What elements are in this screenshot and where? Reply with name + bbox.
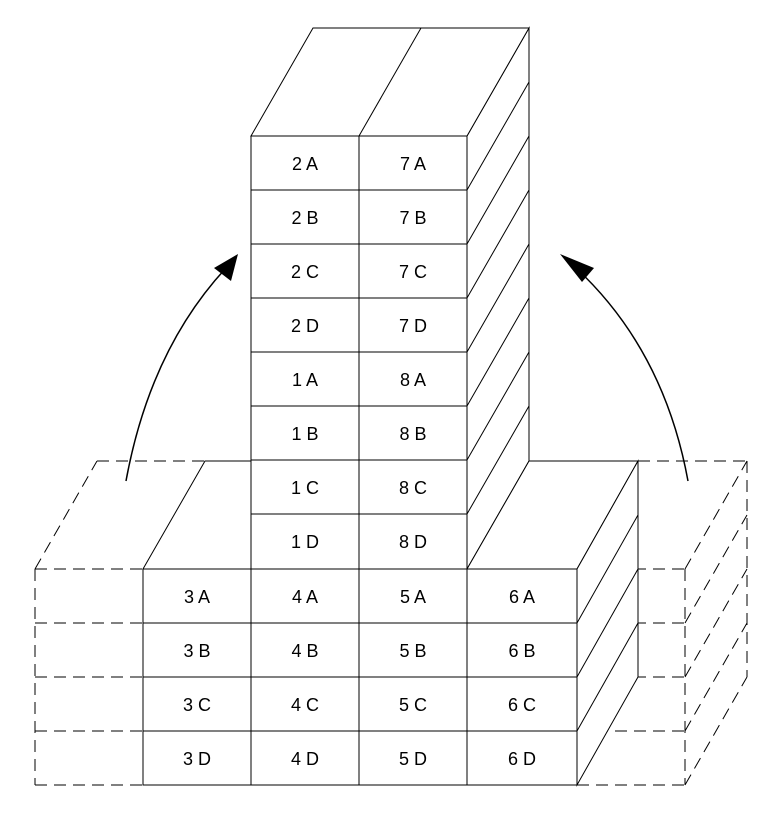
block-label: 4 C <box>291 695 319 715</box>
tower-block: 8 C <box>358 459 468 515</box>
base-block: 5 A <box>358 568 468 624</box>
base-block: 3 B <box>142 622 252 678</box>
base-block: 4 A <box>250 568 360 624</box>
block-label: 4 A <box>292 587 318 607</box>
base-block: 4 B <box>250 622 360 678</box>
block-label: 3 C <box>183 695 211 715</box>
block-label: 4 D <box>291 749 319 769</box>
block-label: 5 C <box>399 695 427 715</box>
block-label: 3 A <box>184 587 210 607</box>
tower-block: 2 D <box>250 297 360 353</box>
tower-block: 1 A <box>250 351 360 407</box>
block-label: 8 A <box>400 370 426 390</box>
base-block: 3 C <box>142 676 252 732</box>
base-block: 4 C <box>250 676 360 732</box>
phantom-blocks-right <box>577 460 748 786</box>
block-label: 2 D <box>291 316 319 336</box>
block-label: 4 B <box>291 641 318 661</box>
base-side-face <box>576 459 639 787</box>
base-block: 5 B <box>358 622 468 678</box>
tower-block: 2 A <box>250 135 360 191</box>
tower-block: 7 D <box>358 297 468 353</box>
block-label: 2 C <box>291 262 319 282</box>
block-label: 2 A <box>292 154 318 174</box>
block-label: 6 A <box>509 587 535 607</box>
tower-block: 8 B <box>358 405 468 461</box>
phantom-blocks-left <box>34 460 205 786</box>
block-label: 5 B <box>399 641 426 661</box>
tower-block: 7 B <box>358 189 468 245</box>
block-label: 1 B <box>291 424 318 444</box>
block-label: 2 B <box>291 208 318 228</box>
base-block: 5 D <box>358 730 468 786</box>
block-label: 8 C <box>399 478 427 498</box>
block-label: 5 D <box>399 749 427 769</box>
block-label: 8 B <box>399 424 426 444</box>
block-label: 7 D <box>399 316 427 336</box>
arrow-left <box>125 254 238 482</box>
arrow-right <box>560 254 689 482</box>
base-block: 3 D <box>142 730 252 786</box>
tower-block: 1 D <box>250 513 360 570</box>
tower-block: 2 C <box>250 243 360 299</box>
base-front-face: 3 A 3 B 3 C 3 D 4 A 4 B 4 C 4 D 5 A 5 B … <box>142 568 578 786</box>
arrow-right-head <box>560 254 594 282</box>
tower-block: 7 C <box>358 243 468 299</box>
block-label: 1 A <box>292 370 318 390</box>
tower-front-face: 2 A 2 B 2 C 2 D 1 A 1 B 1 C 1 D 7 A 7 B … <box>250 135 468 570</box>
block-label: 5 A <box>400 587 426 607</box>
block-label: 7 A <box>400 154 426 174</box>
block-label: 6 B <box>508 641 535 661</box>
block-label: 8 D <box>399 532 427 552</box>
base-block: 5 C <box>358 676 468 732</box>
block-label: 1 D <box>291 532 319 552</box>
block-label: 7 B <box>399 208 426 228</box>
arrow-left-head <box>214 254 238 281</box>
tower-block: 8 A <box>358 351 468 407</box>
base-block: 6 A <box>466 568 578 624</box>
block-label: 3 D <box>183 749 211 769</box>
block-label: 3 B <box>183 641 210 661</box>
block-label: 6 D <box>508 749 536 769</box>
block-label: 1 C <box>291 478 319 498</box>
tower-block: 1 C <box>250 459 360 515</box>
base-block: 6 D <box>466 730 578 786</box>
block-label: 6 C <box>508 695 536 715</box>
tower-block: 8 D <box>358 513 468 570</box>
block-label: 7 C <box>399 262 427 282</box>
base-block: 6 B <box>466 622 578 678</box>
tower-block: 1 B <box>250 405 360 461</box>
base-block: 3 A <box>142 568 252 624</box>
tower-block: 7 A <box>358 135 468 191</box>
tower-block: 2 B <box>250 189 360 245</box>
tower-side-face <box>466 26 530 571</box>
base-block: 4 D <box>250 730 360 786</box>
base-block: 6 C <box>466 676 578 732</box>
